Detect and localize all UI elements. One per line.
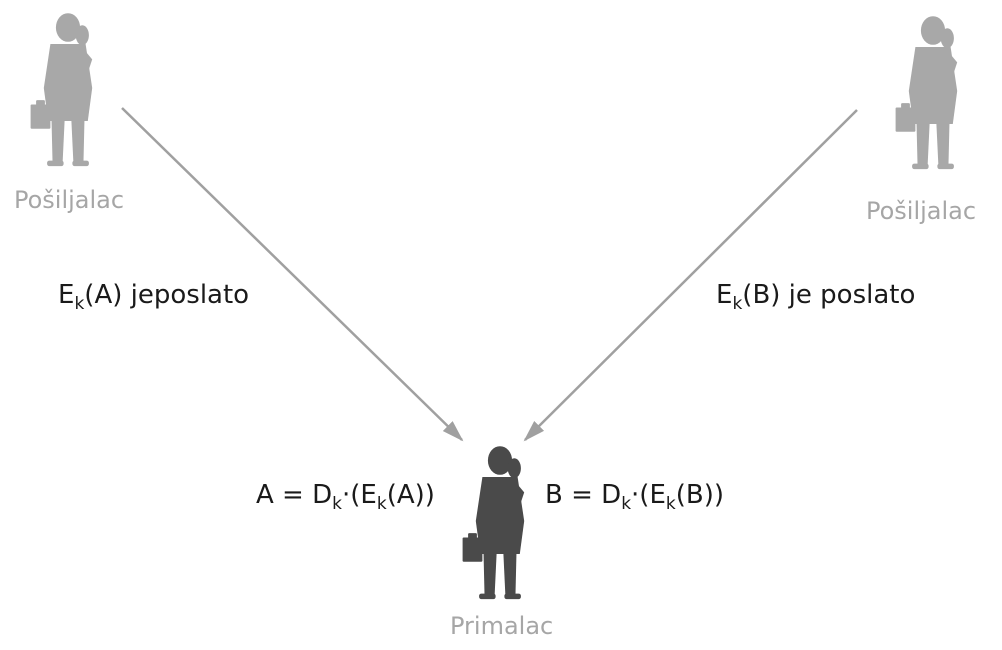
sender-right-label: Pošiljalac — [866, 197, 977, 225]
sender-left-label: Pošiljalac — [14, 186, 125, 214]
message-left-label: Ek(A) jeposlato — [58, 280, 250, 314]
message-right-label: Ek(B) je poslato — [716, 280, 916, 314]
decryption-left-equation: A = Dk·(Ek(A)) — [256, 480, 435, 514]
sender-left-figure-icon — [30, 13, 93, 167]
receiver-label: Primalac — [450, 612, 554, 640]
arrow-right-to-receiver — [523, 109, 858, 442]
sender-right-figure-icon — [895, 16, 958, 170]
decryption-right-equation: B = Dk·(Ek(B)) — [545, 480, 725, 514]
receiver-figure-icon — [462, 446, 525, 600]
arrow-left-to-receiver — [121, 107, 464, 442]
